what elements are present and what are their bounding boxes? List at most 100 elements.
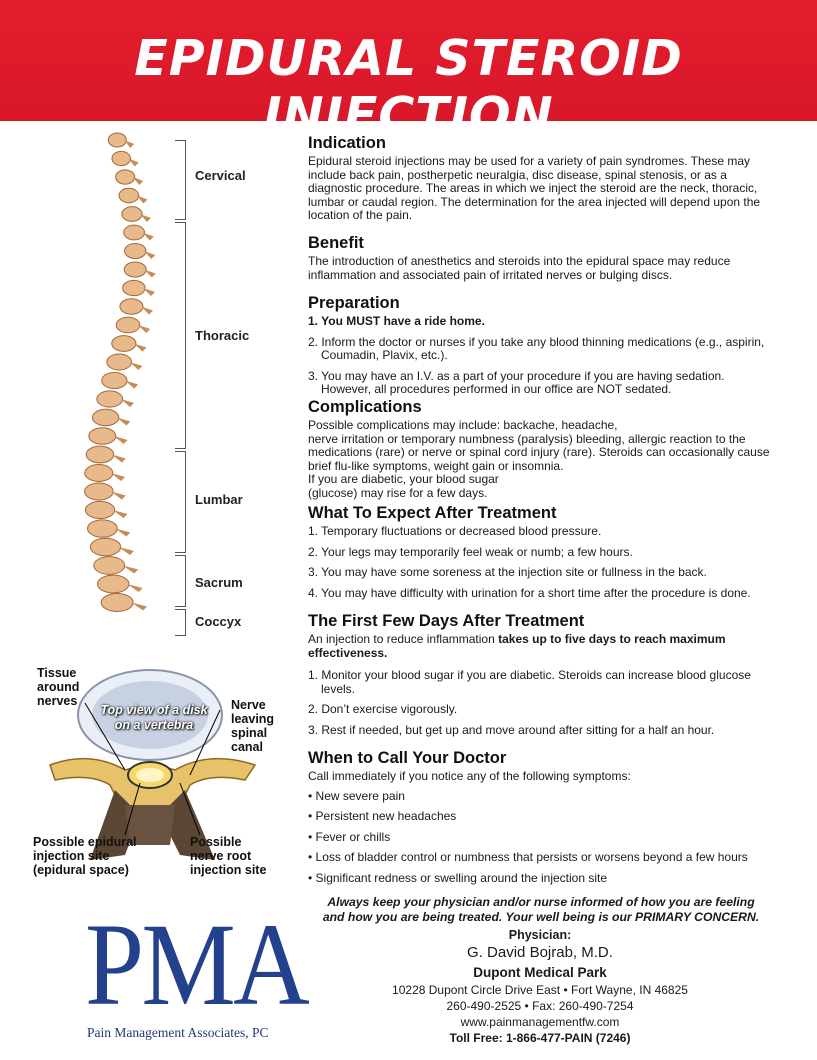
vertebra xyxy=(101,371,128,390)
cervical-bracket xyxy=(175,140,186,220)
caption-line: Possible xyxy=(190,835,242,849)
vertebra-process xyxy=(128,158,139,167)
list-item: • Loss of bladder control or numbness th… xyxy=(308,850,748,864)
caption-line: Possible epidural xyxy=(33,835,137,849)
caption-line: (epidural space) xyxy=(33,863,129,877)
vertebra-process xyxy=(142,232,154,241)
closing-line: and how you are being treated. Your well… xyxy=(322,910,760,924)
coccyx-bracket xyxy=(175,609,186,636)
vertebra-process xyxy=(111,454,126,463)
pma-logo: PMA xyxy=(85,906,332,1024)
caption-epidural: Possible epidural injection site (epidur… xyxy=(33,835,137,877)
vertebra xyxy=(84,500,116,520)
caption-line: Tissue xyxy=(37,666,77,680)
call-doctor-intro: Call immediately if you notice any of th… xyxy=(308,769,631,783)
vertebra-process xyxy=(143,251,156,259)
closing-statement: Always keep your physician and/or nurse … xyxy=(310,895,772,925)
list-item: 2. Inform the doctor or nurses if you ta… xyxy=(308,334,765,362)
vertebra-process xyxy=(124,140,135,148)
vertebra-process xyxy=(143,288,156,296)
vertebra-process xyxy=(111,491,126,500)
list-item: 2. Your legs may temporarily feel weak o… xyxy=(308,544,633,559)
list-item: 1. You MUST have a ride home. xyxy=(308,314,485,328)
first-days-intro: An injection to reduce inflammation take… xyxy=(308,632,770,660)
benefit-text: The introduction of anesthetics and ster… xyxy=(308,254,731,282)
spine-illustration xyxy=(84,132,156,612)
heading-complications: Complications xyxy=(308,398,422,416)
vertebra xyxy=(106,353,133,371)
heading-indication: Indication xyxy=(308,134,386,152)
indication-text: Epidural steroid injections may be used … xyxy=(308,154,761,222)
vertebra xyxy=(84,464,114,482)
section-preparation: Preparation 1. You MUST have a ride home… xyxy=(308,294,770,404)
vertebra xyxy=(115,316,141,334)
complications-line: nerve irritation or temporary numbness (… xyxy=(308,431,770,473)
vertebra-process xyxy=(126,584,143,592)
section-benefit: Benefit The introduction of anesthetics … xyxy=(308,234,770,282)
facility-name: Dupont Medical Park xyxy=(473,965,607,980)
vertebra xyxy=(86,519,118,538)
complications-line: If you are diabetic, your blood sugar xyxy=(308,472,499,486)
vertebra-process xyxy=(120,399,135,407)
vertebra xyxy=(123,224,146,241)
caption-line: around xyxy=(37,680,80,694)
label-cervical: Cervical xyxy=(195,168,246,183)
list-item: • Fever or chills xyxy=(308,829,391,844)
vertebra xyxy=(100,593,134,612)
section-indication: Indication Epidural steroid injections m… xyxy=(308,134,770,223)
vertebra xyxy=(122,279,146,297)
caption-tissue: Tissue around nerves xyxy=(37,666,79,708)
lumbar-bracket xyxy=(175,451,186,553)
section-complications: Complications Possible complications may… xyxy=(308,398,770,500)
caption-line: spinal xyxy=(231,726,268,740)
list-item: 4. You may have difficulty with urinatio… xyxy=(308,585,751,600)
contact-block: Physician: G. David Bojrab, M.D. Dupont … xyxy=(370,927,710,1046)
vertebra-process xyxy=(125,380,139,389)
caption-line: nerves xyxy=(37,694,78,708)
caption-nerve-root: Possible nerve root injection site xyxy=(190,835,266,877)
sacrum-bracket xyxy=(175,555,186,607)
caption-line: canal xyxy=(231,740,263,754)
vertebra xyxy=(93,556,126,575)
vertebra-process xyxy=(133,343,147,352)
vertebra xyxy=(118,187,140,204)
heading-first-days: The First Few Days After Treatment xyxy=(308,612,585,630)
vertebra-process xyxy=(112,510,128,518)
vertebra-process xyxy=(140,214,152,222)
toll-free: Toll Free: 1-866-477-PAIN (7246) xyxy=(449,1031,631,1045)
physician-name: G. David Bojrab, M.D. xyxy=(467,944,613,961)
vertebra xyxy=(96,390,124,408)
vertebra xyxy=(88,427,117,445)
vertebra-process xyxy=(115,528,131,537)
intro-bold: takes up to five days to reach maximum e… xyxy=(308,632,726,660)
list-item: 3. You may have some soreness at the inj… xyxy=(308,565,707,579)
vertebra-disk-diagram xyxy=(49,669,257,860)
logo-subtitle: Pain Management Associates, PC xyxy=(87,1025,269,1040)
caption-line: leaving xyxy=(231,712,275,726)
list-item: • Persistent new headaches xyxy=(308,809,457,823)
caption-nerve: Nerve leaving spinal canal xyxy=(231,698,274,754)
physician-label: Physician: xyxy=(508,928,572,942)
vertebra xyxy=(115,169,136,185)
vertebra-process xyxy=(129,362,143,370)
list-item: • Significant redness or swelling around… xyxy=(308,870,608,885)
vertebra-process xyxy=(140,306,154,315)
caption-line: injection site xyxy=(33,849,110,863)
caption-line: injection site xyxy=(190,863,267,877)
vertebra xyxy=(119,298,144,315)
section-expect: What To Expect After Treatment 1. Tempor… xyxy=(308,504,770,607)
heading-expect: What To Expect After Treatment xyxy=(308,504,557,522)
closing-line: Always keep your physician and/or nurse … xyxy=(327,895,755,909)
vertebra xyxy=(91,408,120,427)
website: www.painmanagementfw.com xyxy=(460,1015,620,1029)
vertebra xyxy=(85,445,115,464)
disk-title-line1: Top view of a disk xyxy=(100,703,208,717)
label-coccyx: Coccyx xyxy=(195,614,242,629)
list-item: 1. Monitor your blood sugar if you are d… xyxy=(308,668,751,696)
vertebra-process xyxy=(118,547,134,555)
list-item: 3. You may have an I.V. as a part of you… xyxy=(308,368,725,396)
intro-plain: An injection to reduce inflammation xyxy=(308,632,499,646)
list-item: 1. Temporary fluctuations or decreased b… xyxy=(308,524,602,538)
vertebra xyxy=(111,335,137,352)
thoracic-bracket xyxy=(175,222,186,449)
